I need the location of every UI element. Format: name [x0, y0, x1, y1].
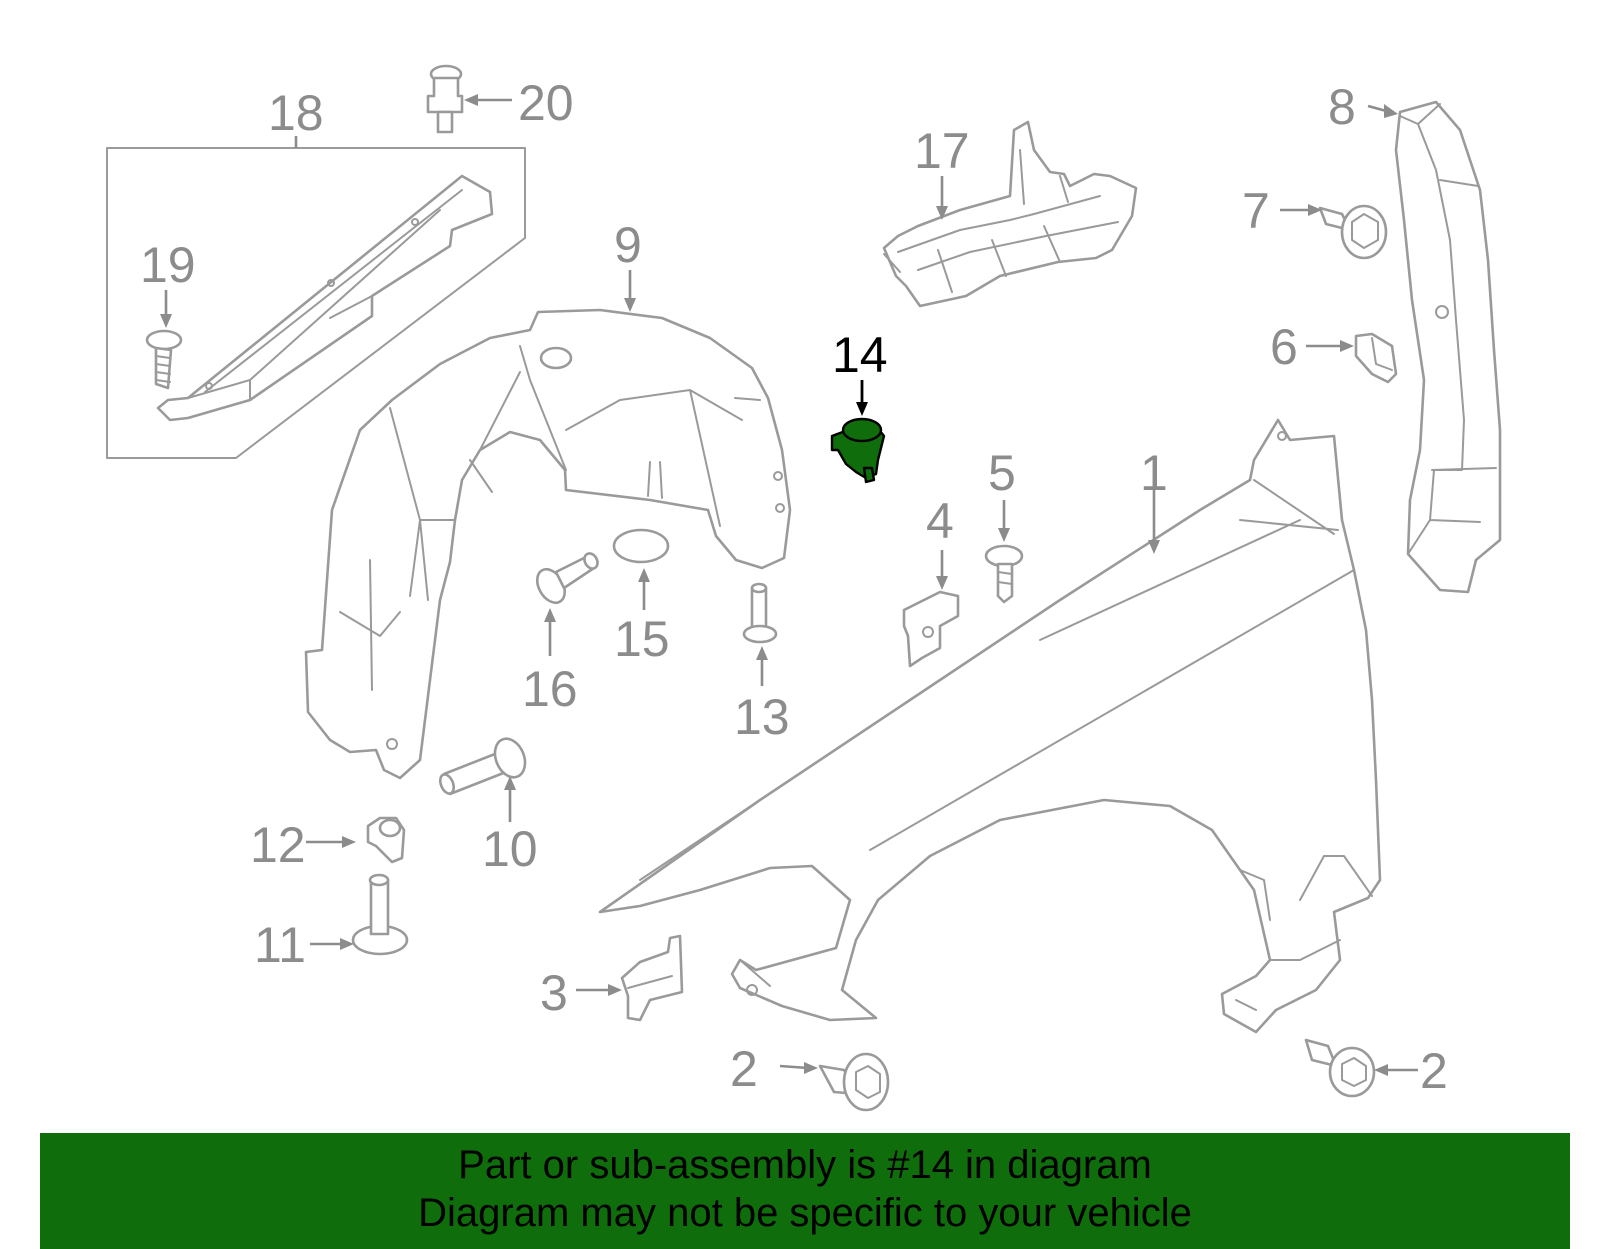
callout-18: 18 [268, 85, 324, 141]
part-20-clip [426, 64, 464, 134]
callout-13: 13 [734, 689, 790, 745]
callout-labels: 1 2 2 3 4 5 6 7 8 9 10 11 12 13 15 16 17… [140, 75, 1448, 1099]
part-5-bolt [984, 544, 1024, 604]
leader-lines [160, 94, 1418, 1076]
callout-3: 3 [540, 965, 568, 1021]
part-15-grommet [612, 528, 670, 564]
banner-part-line: Part or sub-assembly is #14 in diagram [458, 1143, 1152, 1187]
callout-19: 19 [140, 237, 196, 293]
part-2-bolt-left [818, 1052, 890, 1112]
callout-16: 16 [522, 661, 578, 717]
callout-9: 9 [614, 217, 642, 273]
callout-20: 20 [518, 75, 574, 131]
part-1-fender [598, 418, 1382, 1034]
callout-6: 6 [1270, 319, 1298, 375]
callout-14-highlighted: 14 [832, 327, 888, 383]
part-14-highlighted [830, 417, 886, 484]
info-banner: Part or sub-assembly is #14 in diagram D… [40, 1133, 1570, 1249]
callout-7: 7 [1242, 183, 1270, 239]
part-2-bolt-right [1304, 1038, 1376, 1098]
part-18-group [106, 147, 526, 459]
callout-17: 17 [914, 123, 970, 179]
banner-disclaimer-line: Diagram may not be specific to your vehi… [418, 1191, 1192, 1235]
callout-8: 8 [1328, 79, 1356, 135]
part-12-clip-nut [366, 816, 406, 864]
callout-2-right: 2 [1420, 1043, 1448, 1099]
part-16-push-pin [535, 552, 599, 605]
part-18-box [106, 147, 526, 459]
callout-10: 10 [482, 821, 538, 877]
part-8-support [1394, 100, 1502, 594]
callout-4: 4 [926, 493, 954, 549]
part-3-bracket [620, 934, 684, 1022]
callout-15: 15 [614, 611, 670, 667]
part-11-pin [351, 873, 409, 956]
callout-1: 1 [1140, 445, 1168, 501]
part-19-screw [145, 329, 183, 390]
callout-12: 12 [250, 817, 306, 873]
part-6-clip [1354, 332, 1398, 384]
part-10-bolt [438, 737, 527, 796]
part-9-fender-liner [304, 308, 792, 780]
callout-11: 11 [254, 917, 306, 973]
callout-2-left: 2 [730, 1041, 758, 1097]
callout-5: 5 [988, 445, 1016, 501]
part-13-stud [742, 582, 778, 644]
part-17-tray [882, 120, 1138, 308]
part-4-bracket [902, 590, 960, 668]
part-7-bolt [1318, 204, 1388, 260]
